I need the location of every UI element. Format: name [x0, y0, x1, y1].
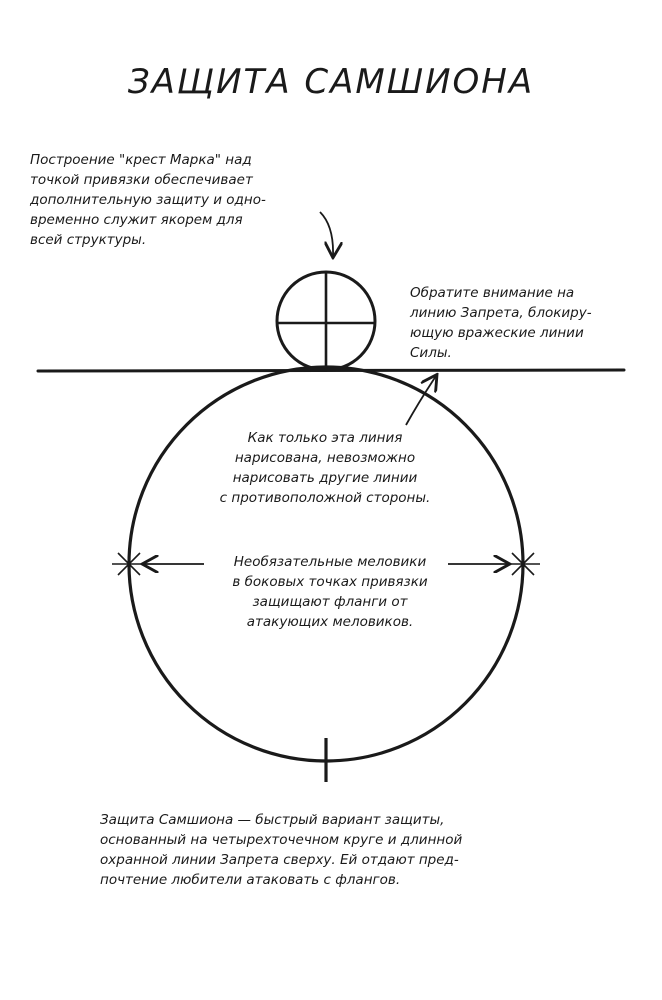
mark-cross-icon [275, 270, 377, 372]
arrow-to-ban-line [405, 376, 436, 426]
optional-chalkings-note: Необязательные меловики в боковых точках… [232, 554, 428, 630]
mark-cross-note: Построение "крест Марка" над точкой прив… [30, 152, 266, 248]
arrow-to-mark-cross [319, 211, 333, 256]
ban-line-note: Обратите внимание на линию Запрета, блок… [410, 285, 592, 361]
once-drawn-note: Как только эта линия нарисована, невозмо… [219, 430, 431, 506]
right-chalking-icon [506, 548, 540, 580]
summary-note: Защита Самшиона — быстрый вариант защиты… [100, 812, 463, 888]
left-chalking-icon [112, 548, 146, 580]
diagram-title: ЗАЩИТА САМШИОНА [127, 62, 535, 102]
